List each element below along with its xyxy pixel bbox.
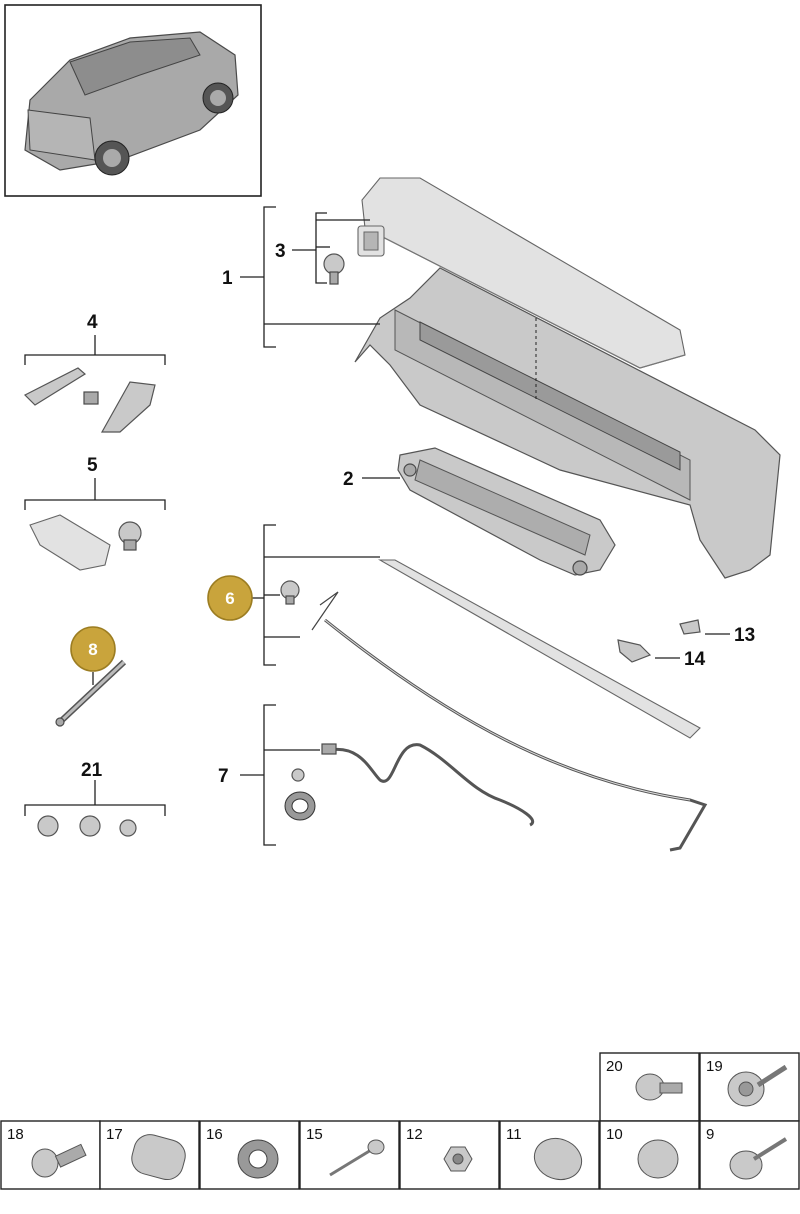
hardware-cell-number: 20 <box>606 1058 623 1075</box>
callout-6: 6 <box>225 589 234 608</box>
hardware-cell-20[interactable]: 20 <box>599 1052 700 1122</box>
callout-7: 7 <box>218 766 229 787</box>
clip-and-screw <box>323 225 385 285</box>
hardware-cell-number: 16 <box>206 1126 223 1143</box>
callout-13: 13 <box>734 625 755 646</box>
screw-set <box>37 815 137 837</box>
hardware-cell-number: 19 <box>706 1058 723 1075</box>
wiring-harness <box>284 743 534 827</box>
seal-strip <box>280 559 708 852</box>
callout-3: 3 <box>275 241 286 262</box>
screw-icon <box>729 1137 788 1180</box>
hinge-clips <box>617 619 701 663</box>
spoiler-cover <box>361 177 686 369</box>
hardware-cell-15[interactable]: 15 <box>299 1120 400 1190</box>
trim-brackets <box>23 367 156 433</box>
hex-nut-icon <box>443 1146 473 1172</box>
hardware-grid: 20 19 18 17 16 15 12 11 10 9 <box>0 1052 800 1190</box>
hardware-cell-12[interactable]: 12 <box>399 1120 500 1190</box>
callout-6-badge[interactable]: 6 <box>207 575 253 621</box>
hardware-cell-number: 10 <box>606 1126 623 1143</box>
torx-bolt-icon <box>31 1143 87 1178</box>
hardware-cell-number: 15 <box>306 1126 323 1143</box>
vehicle-thumbnail <box>4 4 262 197</box>
hardware-cell-number: 12 <box>406 1126 423 1143</box>
callout-5: 5 <box>87 455 98 476</box>
hardware-cell-number: 11 <box>506 1126 522 1143</box>
hardware-cell-19[interactable]: 19 <box>699 1052 800 1122</box>
callout-1: 1 <box>222 268 233 289</box>
rivet-icon <box>329 1139 385 1177</box>
round-plug-icon <box>637 1139 679 1179</box>
oval-plug-icon <box>533 1137 583 1181</box>
shim-and-screw <box>29 514 142 571</box>
hardware-cell-16[interactable]: 16 <box>199 1120 300 1190</box>
callout-8: 8 <box>88 640 97 659</box>
washer-bolt-icon <box>727 1064 788 1107</box>
hardware-cell-number: 18 <box>7 1126 24 1143</box>
hardware-cell-17[interactable]: 17 <box>99 1120 200 1190</box>
hardware-cell-10[interactable]: 10 <box>599 1120 700 1190</box>
callout-2: 2 <box>343 469 354 490</box>
callout-14: 14 <box>684 649 706 670</box>
hardware-cell-number: 17 <box>106 1126 123 1143</box>
hardware-cell-18[interactable]: 18 <box>0 1120 101 1190</box>
spoiler-body <box>354 267 781 579</box>
flange-bolt-icon <box>635 1073 683 1101</box>
hardware-cell-11[interactable]: 11 <box>499 1120 600 1190</box>
hinge-bracket <box>397 447 616 576</box>
callout-8-badge[interactable]: 8 <box>70 626 116 672</box>
leader-lines <box>24 206 730 846</box>
grommet-icon <box>237 1139 279 1179</box>
oval-cap-icon <box>131 1134 186 1181</box>
gas-strut <box>55 659 127 727</box>
vehicle-icon <box>24 31 239 176</box>
hardware-cell-number: 9 <box>706 1126 714 1143</box>
hardware-cell-9[interactable]: 9 <box>699 1120 800 1190</box>
callout-4: 4 <box>87 312 98 333</box>
callout-21: 21 <box>81 760 103 781</box>
